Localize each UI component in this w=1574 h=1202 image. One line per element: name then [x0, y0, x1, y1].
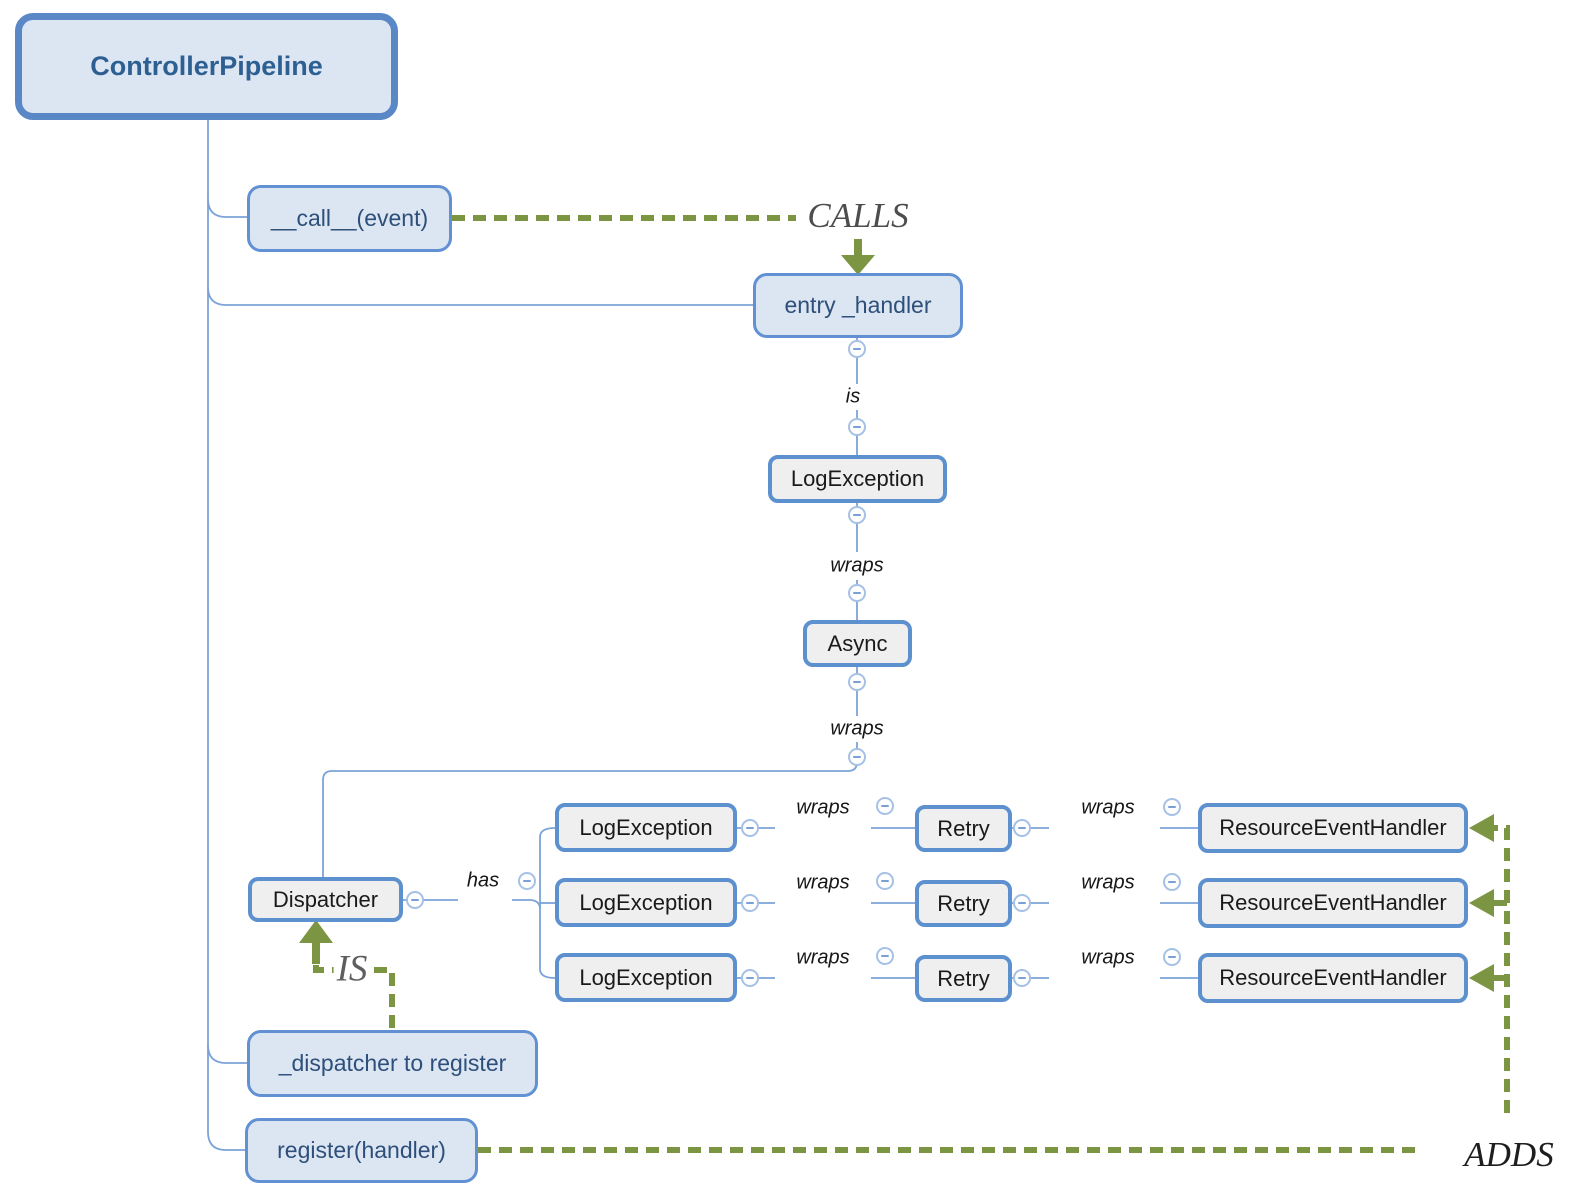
- collapse-icon[interactable]: [848, 584, 866, 602]
- relationship-label-calls: CALLS: [804, 196, 912, 236]
- node-resource-event-handler-row-3[interactable]: ResourceEventHandler: [1198, 953, 1468, 1003]
- edge-label-wraps-row2-left: wraps: [792, 871, 854, 895]
- collapse-icon[interactable]: [741, 894, 759, 912]
- node-log-exception-row-3[interactable]: LogException: [555, 953, 737, 1002]
- edge-label-wraps-chain-1: wraps: [826, 554, 888, 578]
- edge-label-wraps-chain-2: wraps: [826, 717, 888, 741]
- node-entry-handler[interactable]: entry _handler: [753, 273, 963, 338]
- adds-arrowhead-row1: [1469, 814, 1494, 842]
- is-arrow-shaft: [312, 943, 320, 964]
- edge-label-wraps-row3-right: wraps: [1077, 946, 1139, 970]
- node-controller-pipeline[interactable]: ControllerPipeline: [15, 13, 398, 120]
- adds-arrowhead-row2: [1469, 889, 1494, 917]
- calls-arrowhead: [841, 255, 875, 275]
- node-async[interactable]: Async: [803, 620, 912, 667]
- collapse-icon[interactable]: [741, 969, 759, 987]
- collapse-icon[interactable]: [406, 891, 424, 909]
- collapse-icon[interactable]: [848, 418, 866, 436]
- node-retry-row-2[interactable]: Retry: [915, 880, 1012, 927]
- collapse-icon[interactable]: [848, 673, 866, 691]
- relationship-label-adds: ADDS: [1461, 1135, 1557, 1175]
- collapse-icon[interactable]: [848, 340, 866, 358]
- collapse-icon[interactable]: [1163, 948, 1181, 966]
- edge-label-wraps-row3-left: wraps: [792, 946, 854, 970]
- edge-label-is: is: [841, 385, 865, 409]
- adds-vertical-line: [1494, 825, 1510, 1113]
- node-retry-row-1[interactable]: Retry: [915, 805, 1012, 852]
- collapse-icon[interactable]: [741, 819, 759, 837]
- adds-arrowhead-row3: [1469, 964, 1494, 992]
- collapse-icon[interactable]: [1163, 798, 1181, 816]
- edge-label-wraps-row1-right: wraps: [1077, 796, 1139, 820]
- node-resource-event-handler-row-1[interactable]: ResourceEventHandler: [1198, 803, 1468, 853]
- relationship-arrows: [299, 239, 1494, 992]
- node-register-handler[interactable]: register(handler): [245, 1118, 478, 1183]
- is-arrowhead: [299, 920, 333, 943]
- collapse-icon[interactable]: [1163, 873, 1181, 891]
- collapse-icon[interactable]: [848, 748, 866, 766]
- node-dispatcher-to-register[interactable]: _dispatcher to register: [247, 1030, 538, 1097]
- relationship-label-is: IS: [333, 947, 371, 991]
- edge-label-wraps-row2-right: wraps: [1077, 871, 1139, 895]
- collapse-icon[interactable]: [876, 872, 894, 890]
- node-log-exception-row-1[interactable]: LogException: [555, 803, 737, 852]
- collapse-icon[interactable]: [848, 506, 866, 524]
- node-resource-event-handler-row-2[interactable]: ResourceEventHandler: [1198, 878, 1468, 928]
- collapse-icon[interactable]: [876, 797, 894, 815]
- edge-label-wraps-row1-left: wraps: [792, 796, 854, 820]
- calls-arrow-shaft: [854, 239, 862, 257]
- collapse-icon[interactable]: [1013, 969, 1031, 987]
- node-dispatcher[interactable]: Dispatcher: [248, 877, 403, 922]
- collapse-icon[interactable]: [876, 947, 894, 965]
- node-log-exception-row-2[interactable]: LogException: [555, 878, 737, 927]
- collapse-icon[interactable]: [1013, 894, 1031, 912]
- node-log-exception[interactable]: LogException: [768, 455, 947, 503]
- collapse-icon[interactable]: [1013, 819, 1031, 837]
- edge-label-has: has: [462, 869, 504, 893]
- collapse-icon[interactable]: [518, 872, 536, 890]
- relationship-connectors: [313, 215, 1510, 1153]
- node-retry-row-3[interactable]: Retry: [915, 955, 1012, 1002]
- node-call-event[interactable]: __call__(event): [247, 185, 452, 252]
